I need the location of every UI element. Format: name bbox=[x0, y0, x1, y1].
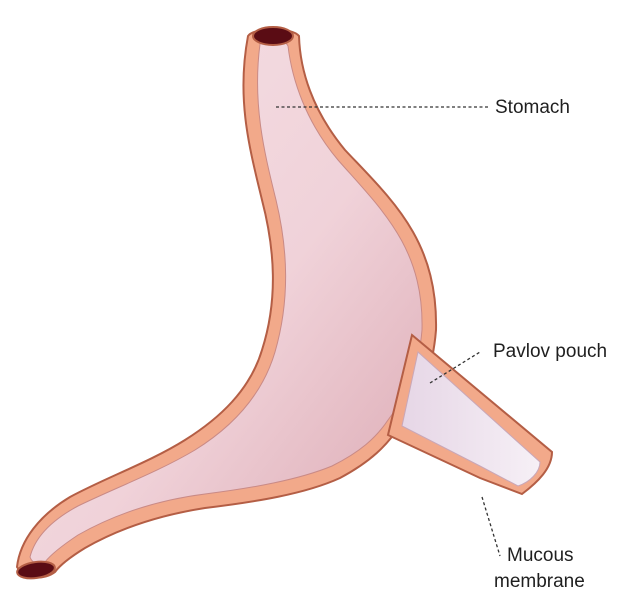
mucous-membrane-label-line1: Mucous bbox=[507, 545, 574, 566]
esophageal-opening bbox=[253, 27, 293, 45]
stomach-label: Stomach bbox=[495, 97, 570, 118]
mucous-membrane-leader-line bbox=[482, 497, 500, 556]
pavlov-pouch-label: Pavlov pouch bbox=[493, 341, 607, 362]
mucous-membrane-label-line2: membrane bbox=[494, 571, 585, 592]
stomach-lumen bbox=[30, 40, 422, 564]
